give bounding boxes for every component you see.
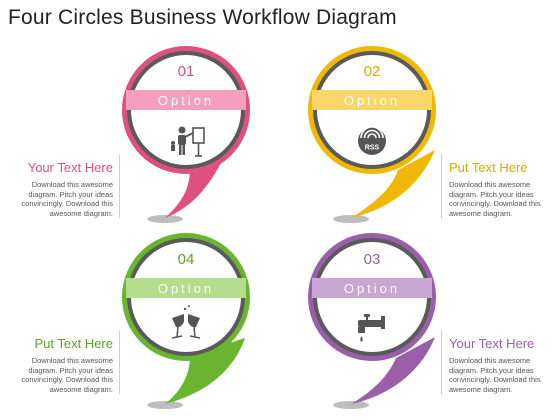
circle-02-tail [351,150,435,218]
text-block-1-line: convincingly. Download this [21,199,113,208]
circle-04-shadow [147,401,183,409]
text-block-3-body: Download this awesome diagram. Pitch you… [3,356,113,394]
text-block-4-line: Download this awesome [449,356,531,365]
text-block-3-line: awesome diagram. [49,384,113,394]
text-block-3-line: convincingly. Download this [21,375,113,384]
text-block-1-body: Download this awesome diagram. Pitch you… [3,180,113,218]
text-block-2-line: awesome diagram. [449,208,513,218]
circle-03-tail [351,337,435,404]
rss-icon: RSS [358,126,386,155]
circle-03-option-label: Option [343,281,401,296]
circle-03-option-band [312,278,432,298]
text-block-1-line: diagram. Pitch your ideas [28,189,113,199]
text-block-4-heading: Your Text Here [449,336,535,351]
wine-glasses-icon [171,305,201,339]
circle-02-shadow [333,215,369,223]
circle-01-option-band [126,90,246,110]
circle-04-number: 04 [177,251,195,268]
circle-01-option-label: Option [157,93,215,108]
circle-02: RSS [308,46,436,223]
water-tap-icon [358,314,385,342]
circle-01 [122,46,250,223]
text-block-3-divider [119,330,120,394]
text-block-3-heading: Put Text Here [34,336,113,351]
circle-03 [308,233,436,409]
text-block-4-line: convincingly. Download this [449,375,541,384]
text-block-2-divider [441,154,442,218]
circle-04-tail [165,338,245,404]
text-block-2-body: Download this awesome diagram. Pitch you… [449,180,557,218]
text-block-4-body: Download this awesome diagram. Pitch you… [449,356,557,394]
text-block-4-line: awesome diagram. [449,384,513,394]
text-block-1-line: Download this awesome [31,180,113,189]
circle-01-shadow [147,215,183,223]
text-block-2-line: convincingly. Download this [449,199,541,208]
circle-03-number: 03 [363,251,381,268]
circle-02-option-band [312,90,432,110]
svg-text:RSS: RSS [365,145,380,152]
text-block-2-line: diagram. Pitch your ideas [449,189,534,199]
text-block-1-line: awesome diagram. [49,208,113,218]
diagram-title: Four Circles Business Workflow Diagram [8,6,397,29]
circle-04-option-band [126,278,246,298]
circle-04 [122,233,250,409]
text-block-1-heading: Your Text Here [27,160,113,175]
circle-02-option-label: Option [343,93,401,108]
circle-02-number: 02 [363,63,381,80]
circle-03-shadow [333,401,369,409]
text-block-4-line: diagram. Pitch your ideas [449,365,534,375]
circle-01-tail [165,155,225,218]
text-block-3-line: Download this awesome [31,356,113,365]
presenter-icon [171,126,205,157]
text-block-1-divider [119,154,120,218]
circle-01-number: 01 [177,63,195,80]
circle-04-option-label: Option [157,281,215,296]
text-block-2-heading: Put Text Here [449,160,528,175]
text-block-2-line: Download this awesome [449,180,531,189]
text-block-4-divider [441,330,442,394]
text-block-3-line: diagram. Pitch your ideas [28,365,113,375]
